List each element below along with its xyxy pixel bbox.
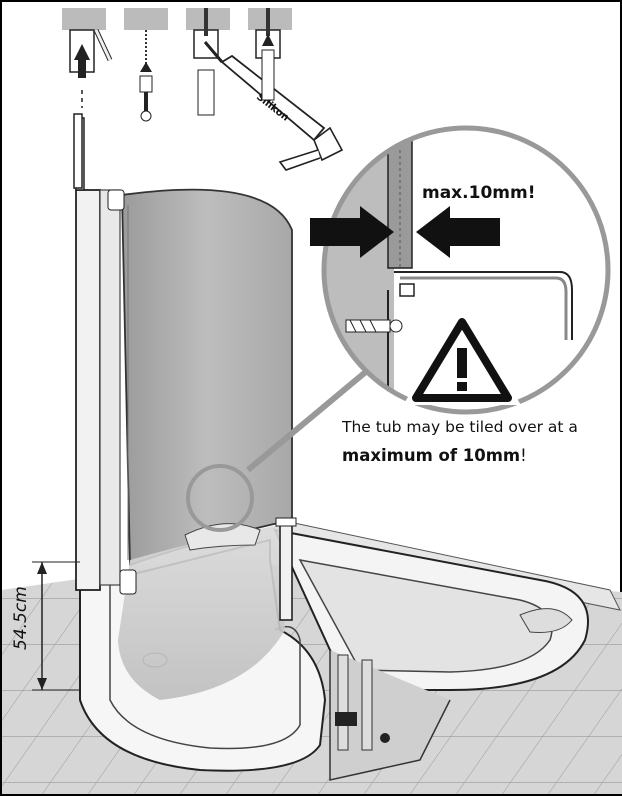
height-dimension: 54.5cm	[11, 561, 80, 691]
zoom-leader	[246, 357, 382, 473]
left-pinch-arrow	[310, 206, 394, 258]
gap-label: max.10mm!	[422, 183, 535, 203]
left-wall-profile	[75, 117, 137, 595]
mounting-steps: Silikon	[62, 8, 344, 171]
magnified-detail: max.10mm!	[310, 125, 611, 415]
height-label: 54.5cm	[11, 586, 31, 650]
front-post	[279, 519, 293, 621]
warning-text-line1: The tub may be tiled over at a	[341, 418, 578, 436]
zoom-spot	[186, 464, 254, 532]
warning-icon	[412, 318, 512, 402]
warning-end: !	[520, 446, 527, 465]
right-pinch-arrow	[416, 206, 500, 258]
warning-text-line2: maximum of 10mm!	[342, 446, 527, 465]
shower-glass-panel	[118, 188, 293, 700]
bathtub	[273, 528, 589, 781]
warning-max: maximum of 10mm	[342, 446, 520, 465]
